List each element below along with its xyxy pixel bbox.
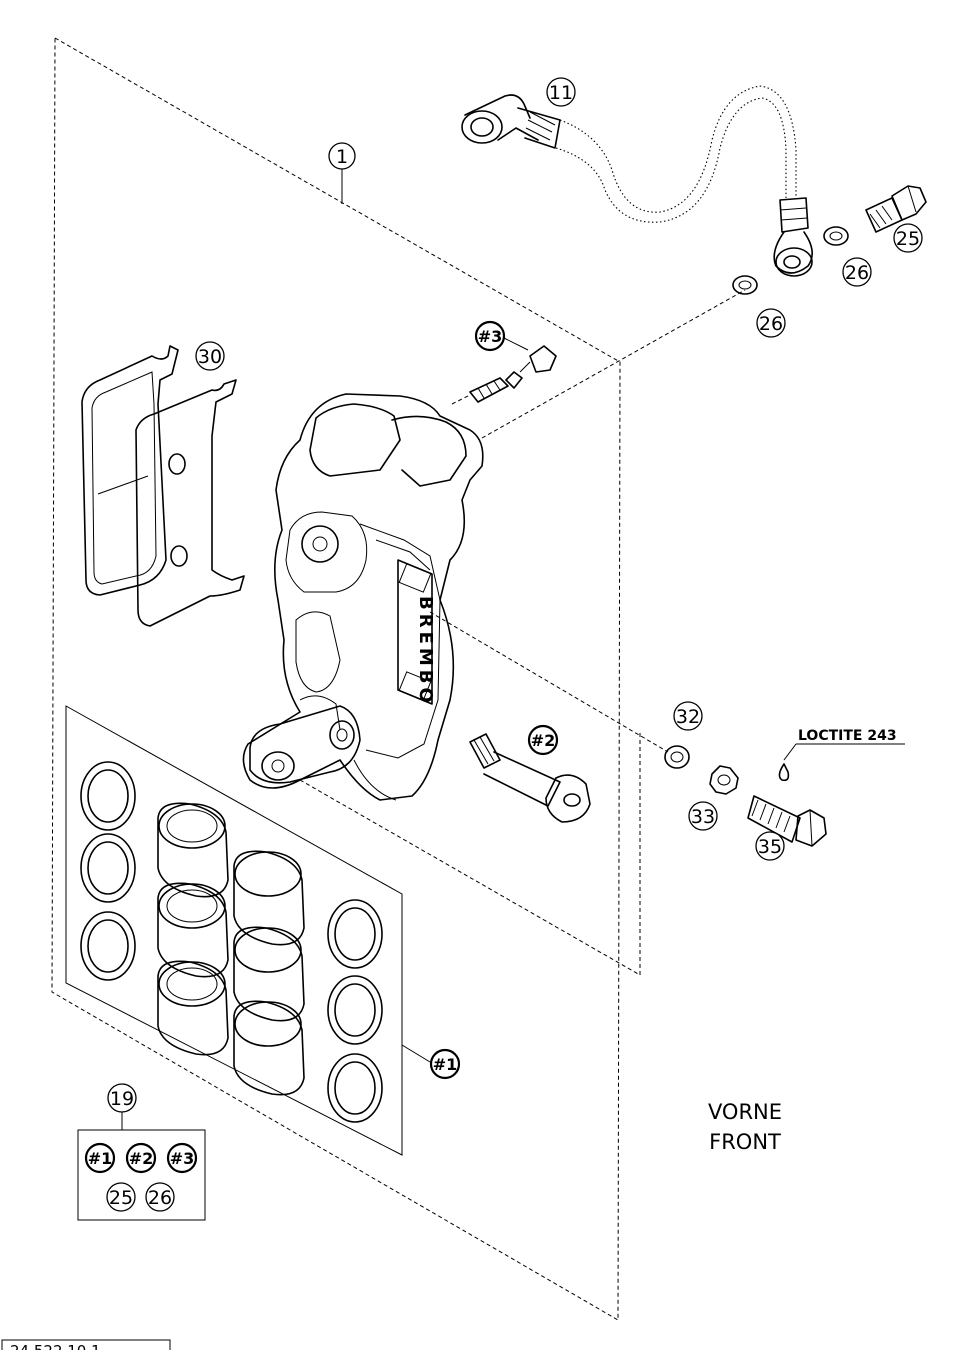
kit-part-25: 25 — [106, 1182, 136, 1212]
front-label-en: FRONT — [709, 1130, 781, 1154]
ref-2-label: #2 — [531, 731, 556, 750]
callout-30: 30 — [195, 341, 225, 371]
callout-30-label: 30 — [198, 346, 222, 368]
seal-rings — [80, 761, 383, 1123]
kit-part-26-label: 26 — [148, 1187, 172, 1209]
callout-25-label: 25 — [896, 228, 920, 250]
footer-code: 24.522.10.1 — [10, 1342, 101, 1350]
callout-26-left: 26 — [756, 308, 786, 338]
washer-26-right — [823, 226, 849, 246]
callout-33: 33 — [688, 801, 718, 831]
ref-3-label: #3 — [478, 327, 503, 346]
lock-washer-33 — [709, 765, 739, 795]
callout-1-label: 1 — [336, 146, 348, 168]
callout-25: 25 — [893, 223, 923, 253]
kit-item-1-label: #1 — [88, 1149, 113, 1168]
assembly-boundary — [51, 37, 621, 1321]
ref-2-callout: #2 — [527, 724, 559, 756]
kit-item-2: #2 — [125, 1142, 157, 1174]
loctite-label: LOCTITE 243 — [798, 728, 897, 744]
ref-1-label: #1 — [433, 1055, 458, 1074]
brake-pads-30 — [81, 345, 245, 627]
bleeder-screw — [469, 345, 557, 403]
washer-26-left — [732, 275, 758, 295]
callout-19: 19 — [107, 1083, 137, 1113]
callout-26-left-label: 26 — [759, 313, 783, 335]
kit-item-2-label: #2 — [129, 1149, 154, 1168]
callout-11-label: 11 — [549, 82, 573, 104]
kit-item-1: #1 — [84, 1142, 116, 1174]
callout-35: 35 — [755, 831, 785, 861]
front-label-de: VORNE — [708, 1100, 782, 1124]
kit-box — [77, 1112, 206, 1221]
caliper-pin — [469, 733, 591, 823]
alignment-lines — [299, 289, 746, 976]
callout-1: 1 — [328, 142, 356, 170]
washer-32 — [664, 745, 690, 769]
callout-33-label: 33 — [691, 806, 715, 828]
callout-26-right: 26 — [842, 257, 872, 287]
piston-kit-boundary — [65, 705, 431, 1156]
kit-item-3: #3 — [166, 1142, 198, 1174]
kit-part-26: 26 — [145, 1182, 175, 1212]
brake-line — [461, 85, 813, 277]
callout-26-right-label: 26 — [845, 262, 869, 284]
callout-11: 11 — [546, 77, 576, 107]
kit-part-25-label: 25 — [109, 1187, 133, 1209]
kit-item-3-label: #3 — [170, 1149, 195, 1168]
loctite-drop-icon — [778, 743, 905, 782]
callout-35-label: 35 — [758, 836, 782, 858]
caliper-logo: BREMBO — [415, 596, 436, 707]
pistons — [157, 802, 305, 1096]
callout-32: 32 — [673, 701, 703, 731]
ref-3-callout: #3 — [474, 320, 529, 352]
callout-32-label: 32 — [676, 706, 700, 728]
bolt-35 — [747, 795, 827, 847]
brake-caliper: BREMBO — [242, 393, 484, 801]
ref-1-callout: #1 — [429, 1048, 461, 1080]
banjo-bolt-25 — [865, 185, 927, 233]
callout-19-label: 19 — [110, 1088, 134, 1110]
